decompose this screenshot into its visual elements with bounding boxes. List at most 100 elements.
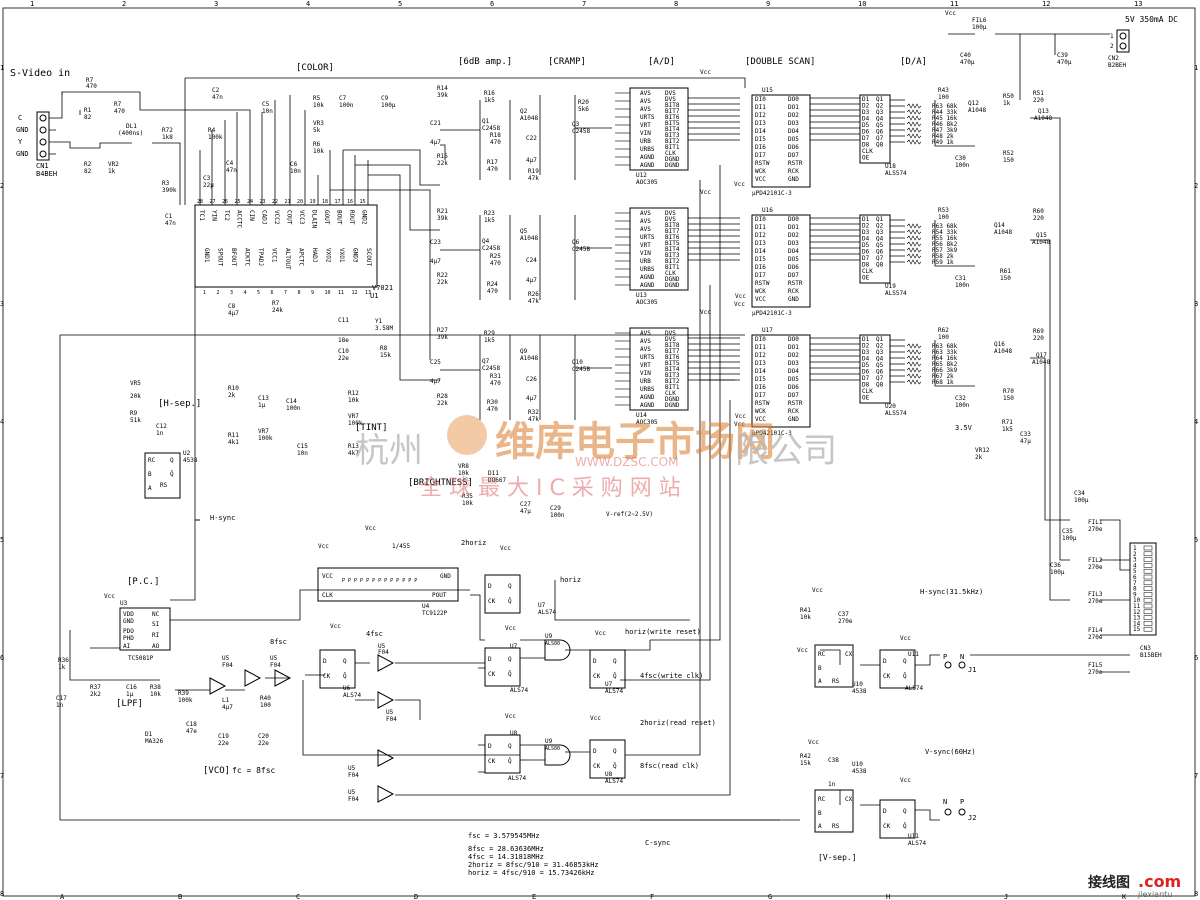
r15: R15 (437, 153, 448, 160)
fifo-pin-right: RCK (788, 168, 799, 175)
u1-pin-bottom: TPADJ (257, 248, 264, 266)
r17: R17 (487, 159, 498, 166)
latch-pin-right: Q1 (876, 216, 884, 223)
u8a-label: U8 (510, 730, 518, 737)
r7-bottom: R7 (272, 300, 280, 307)
latch-pin-left: D4 (862, 356, 870, 363)
grid-row-left: 3 (0, 300, 4, 308)
u1-pin-top: TC2 (223, 210, 230, 221)
r29: R29 (484, 330, 495, 337)
r25: R25 (490, 253, 501, 260)
fifo-pin-left: DI2 (755, 112, 766, 119)
c23: C23 (430, 239, 441, 246)
vr7: VR7 (258, 428, 269, 435)
c40: C40 (960, 52, 971, 59)
grid-col-bottom: J (1004, 893, 1008, 900)
formula-block: fsc = 3.579545MHz 8fsc = 28.63636MHz 4fs… (468, 832, 599, 877)
watermark: 杭州 维库电子市场网 限公司 WWW.DZSC.COM 全 球 最 大 I C … (355, 415, 837, 501)
net-horiz: horiz (560, 576, 581, 584)
vcc-label: Vcc (505, 625, 516, 632)
u1-pin-top-num: 19 (310, 199, 316, 205)
title-power: 5V 350mA DC (1125, 15, 1178, 24)
net-read-clk: 8fsc(read clk) (640, 762, 699, 770)
watermark-url: WWW.DZSC.COM (575, 455, 678, 469)
u1-pin-bottom-num: 7 (284, 290, 287, 296)
u10b-label: U10 (852, 761, 863, 768)
jumpers (944, 661, 966, 816)
fil5-value: 270e (1088, 669, 1103, 676)
fifo-pin-left: DI4 (755, 368, 766, 375)
u5e-part: F04 (348, 772, 359, 779)
u1-pin-top: CADJ (261, 210, 268, 224)
r10-value: 2k (228, 392, 236, 399)
ladder-resistor: R63 33k (932, 349, 958, 356)
j1-p: P (943, 653, 947, 661)
adc-pin-left: VIN (640, 250, 651, 257)
title-fc: fc = 8fsc (232, 766, 276, 775)
fifo-pin-left: DI6 (755, 144, 766, 151)
r60: R60 (1033, 208, 1044, 215)
svg-text:Q̄: Q̄ (508, 598, 512, 605)
vcc-label: Vcc (734, 181, 745, 188)
grid-row-left: 7 (0, 772, 4, 780)
c14: C14 (286, 398, 297, 405)
net-csync: C-sync (645, 839, 670, 847)
q5-value: A1048 (520, 235, 538, 242)
c35: C35 (1062, 528, 1073, 535)
adc-pin-left: AVS (640, 226, 651, 233)
fifo-part: µPD42101C-3 (752, 190, 792, 197)
adc-vcc: Vcc (700, 69, 711, 76)
u1-pin-bottom: HADJ (311, 248, 318, 262)
latch-pin-right: Q4 (876, 236, 884, 243)
latch-pin-left: D6 (862, 369, 870, 376)
fifo-pin-left: DI0 (755, 96, 766, 103)
r5: R5 (313, 95, 321, 102)
fil3: FIL3 (1088, 591, 1103, 598)
c10-value: 22e (338, 355, 349, 362)
u1-pin-bottom-num: 6 (271, 290, 274, 296)
section-titles: S-Video in [COLOR] [6dB amp.] [CRAMP] [A… (10, 15, 1178, 862)
r38-value: 10k (150, 691, 161, 698)
r28: R28 (437, 393, 448, 400)
u1-pin-top: ACCTC (236, 210, 243, 228)
c37: C37 (838, 611, 849, 618)
grid-row-right: 8 (1194, 890, 1198, 898)
vcc-label: Vcc (735, 413, 746, 420)
l1: L1 (222, 697, 230, 704)
latch-blocks: D1D2D3D4D5D6D7D8CLKOEQ1Q2Q3Q4Q5Q6Q7Q8U18… (859, 94, 907, 417)
r9: R9 (130, 410, 138, 417)
latch-pin-right: Q8 (876, 262, 884, 269)
fil6-value: 100µ (972, 24, 987, 31)
r22-value: 22k (437, 279, 448, 286)
adc-pin-left: URB (640, 378, 651, 385)
svg-text:CK: CK (323, 673, 331, 680)
u8b-label: U8 (605, 771, 613, 778)
adc-pin-right: DGND (665, 162, 680, 169)
r69-value: 220 (1033, 335, 1044, 342)
c6-value: 10n (290, 168, 301, 175)
adc-block: AVSAVSAVSURTSVRTVINURBURBSAGNDAGNDDVSDVS… (615, 309, 711, 426)
adc-pin-left: AVS (640, 218, 651, 225)
grid-col-top: 3 (214, 0, 218, 8)
cn3-label: CN3 (1140, 645, 1151, 652)
u1-pin-top: VCC3 (298, 210, 305, 225)
sheet-border (2, 7, 1196, 897)
u9b-part: ALS00 (545, 746, 560, 752)
adc-pin-right: DGND (665, 396, 680, 403)
title-hsep: [H-sep.] (158, 399, 201, 409)
svg-text:CK: CK (593, 673, 601, 680)
d11: D11 (488, 470, 499, 477)
u4-label: U4 (422, 603, 430, 610)
latch-pin-right: Q3 (876, 229, 884, 236)
r12: R12 (348, 390, 359, 397)
adc-pin-right: BIT1 (665, 384, 680, 391)
grid-col-top: 11 (950, 0, 958, 8)
watermark-logo-icon (447, 415, 487, 455)
grid-col-bottom: B (178, 893, 182, 900)
svg-text:RC: RC (818, 651, 826, 658)
net-write-clk: 4fsc(write clk) (640, 672, 703, 680)
title-pc: [P.C.] (127, 577, 160, 587)
ladder-resistor: R46 8k2 (932, 121, 958, 128)
vcc-label: Vcc (318, 543, 329, 550)
